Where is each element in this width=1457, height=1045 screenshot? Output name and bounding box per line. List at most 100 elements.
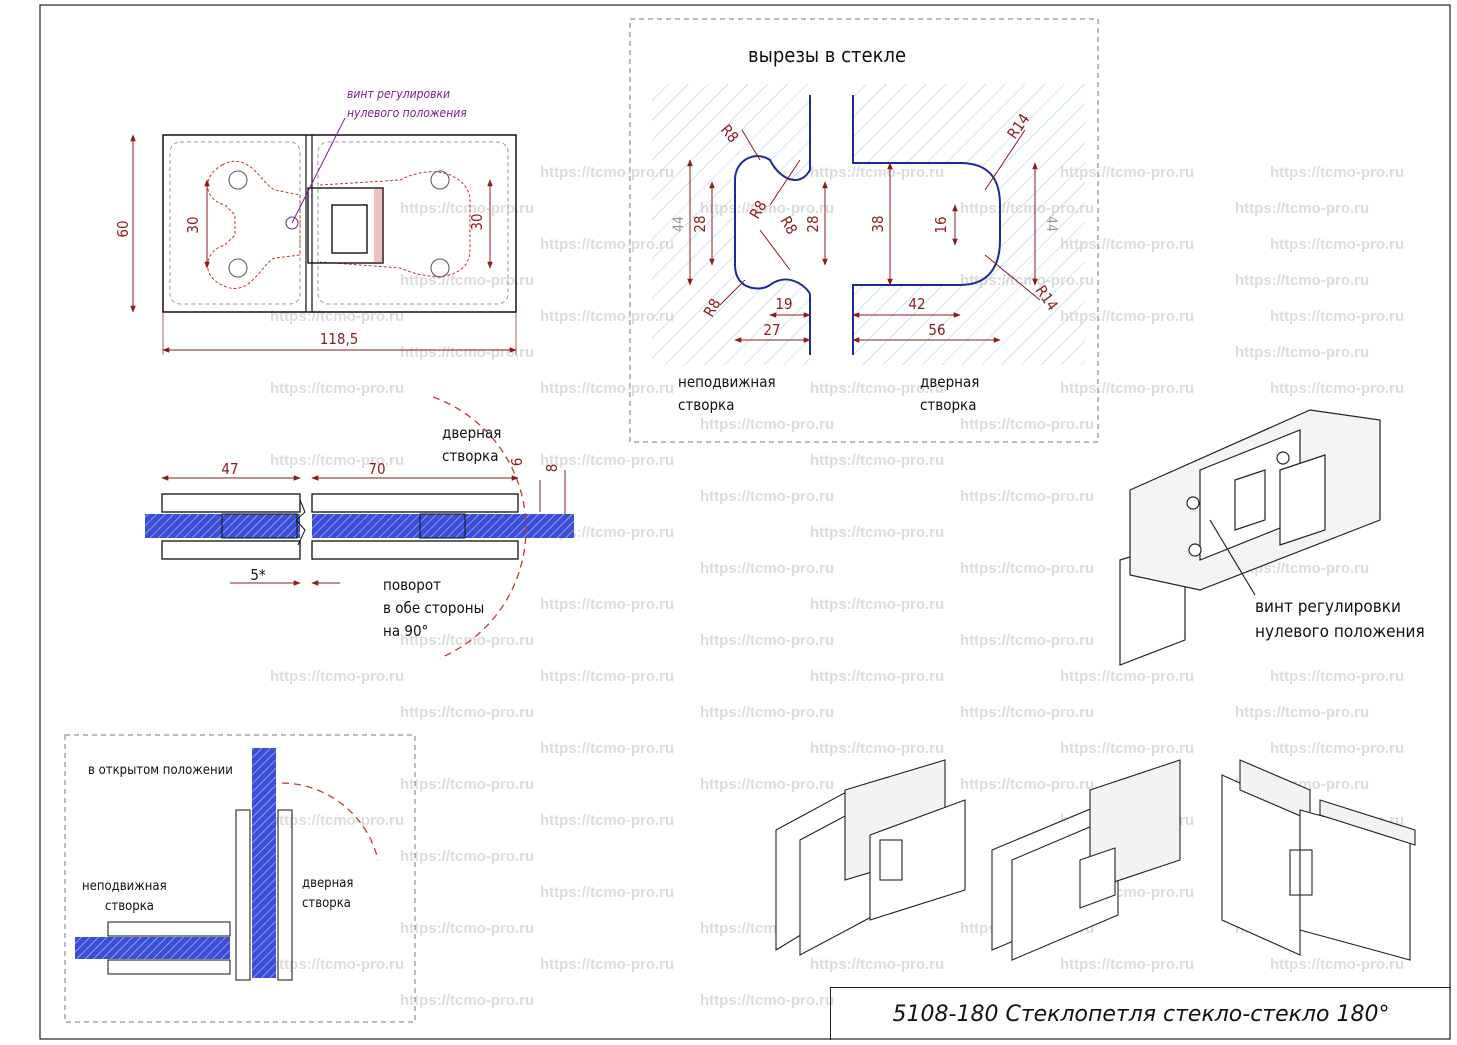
fixed-h-outer: 44 [671, 216, 687, 232]
hinge-outline [162, 134, 517, 313]
screw-hole [228, 258, 248, 278]
cutouts-heading: вырезы в стекле [748, 43, 906, 67]
watermark: https://tcmo-pro.ru [1235, 560, 1369, 577]
side-door-line2: створка [442, 447, 498, 465]
iso-view-3 [1221, 759, 1416, 961]
open-door-line2: створка [302, 896, 351, 911]
watermark: https://tcmo-pro.ru [400, 920, 534, 937]
fixed-h-inner: 28 [691, 215, 709, 232]
watermark: https://tcmo-pro.ru [540, 884, 674, 901]
watermark: https://tcmo-pro.ru [1270, 164, 1404, 181]
fixed-label-line1: неподвижная [678, 373, 776, 391]
door-w-outer: 56 [928, 321, 945, 339]
side-view [145, 396, 574, 659]
open-fixed-line1: неподвижная [82, 879, 167, 894]
iso-view-2 [991, 759, 1181, 961]
watermark: https://tcmo-pro.ru [540, 308, 674, 325]
fixed-w-outer: 27 [763, 321, 780, 339]
watermark: https://tcmo-pro.ru [700, 488, 834, 505]
open-fixed-glass [75, 937, 230, 959]
watermark: https://tcmo-pro.ru [540, 380, 674, 397]
watermark: https://tcmo-pro.ru [1270, 308, 1404, 325]
door-glass [853, 84, 1085, 365]
dim-height: 60 [114, 220, 132, 237]
watermark: https://tcmo-pro.ru [700, 632, 834, 649]
fixed-label-line2: створка [678, 396, 734, 414]
watermark: https://tcmo-pro.ru [1060, 236, 1194, 253]
zero-adjust-screw [285, 216, 299, 230]
screw-hole [430, 258, 450, 278]
watermark: https://tcmo-pro.ru [270, 812, 404, 829]
dim-gap: 5* [250, 566, 266, 584]
watermark: https://tcmo-pro.ru [1270, 956, 1404, 973]
rot-line1: поворот [383, 576, 441, 594]
iso-hinge [1119, 409, 1381, 666]
watermark: https://tcmo-pro.ru [400, 848, 534, 865]
watermark: https://tcmo-pro.ru [1235, 272, 1369, 289]
watermark: https://tcmo-pro.ru [540, 164, 674, 181]
watermark: https://tcmo-pro.ru [1060, 380, 1194, 397]
watermark: https://tcmo-pro.ru [810, 956, 944, 973]
watermark: https://tcmo-pro.ru [540, 956, 674, 973]
watermark: https://tcmo-pro.ru [400, 776, 534, 793]
watermark: https://tcmo-pro.ru [960, 776, 1094, 793]
right-cutout-hidden [319, 171, 471, 277]
watermark: https://tcmo-pro.ru [540, 812, 674, 829]
watermark: https://tcmo-pro.ru [1270, 668, 1404, 685]
watermark: https://tcmo-pro.ru [270, 452, 404, 469]
watermark: https://tcmo-pro.ru [810, 164, 944, 181]
watermark: https://tcmo-pro.ru [810, 740, 944, 757]
fixed-cutout-edge [734, 95, 811, 355]
fixed-w-inner: 19 [775, 295, 792, 313]
watermark: https://tcmo-pro.ru [1060, 308, 1194, 325]
dim-hole-left: 30 [184, 216, 202, 233]
watermark: https://tcmo-pro.ru [700, 776, 834, 793]
watermark: https://tcmo-pro.ru [1235, 200, 1369, 217]
rot-line3: на 90° [383, 622, 428, 640]
watermark: https://tcmo-pro.ru [960, 560, 1094, 577]
watermark: https://tcmo-pro.ru [270, 956, 404, 973]
watermark: https://tcmo-pro.ru [700, 704, 834, 721]
watermark: https://tcmo-pro.ru [960, 416, 1094, 433]
drawing-title: 5108-180 Стеклопетля стекло-стекло 180° [830, 987, 1451, 1040]
watermark: https://tcmo-pro.ru [700, 416, 834, 433]
watermark: https://tcmo-pro.ru [700, 560, 834, 577]
watermark: https://tcmo-pro.ru [1270, 740, 1404, 757]
door-glass-section [312, 514, 574, 538]
left-cutout-hidden [207, 160, 301, 289]
watermark: https://tcmo-pro.ru [540, 668, 674, 685]
door-cutout-edge [852, 95, 1001, 355]
rot-line2: в обе стороны [383, 599, 484, 617]
open-fixed-line2: створка [105, 899, 154, 914]
iso-annotation-line1: винт регулировки [1255, 597, 1401, 617]
rotation-arc [432, 396, 527, 659]
watermark: https://tcmo-pro.ru [1235, 344, 1369, 361]
watermark: https://tcmo-pro.ru [400, 632, 534, 649]
watermark: https://tcmo-pro.ru [540, 236, 674, 253]
door-h-right: 44 [1043, 216, 1059, 232]
dim-t2: 8 [543, 464, 561, 473]
watermark: https://tcmo-pro.ru [700, 992, 834, 1009]
dim-right: 70 [368, 460, 385, 478]
watermark: https://tcmo-pro.ru [960, 488, 1094, 505]
open-door-glass [252, 748, 276, 978]
watermark: https://tcmo-pro.ru [810, 452, 944, 469]
screw-hole [430, 170, 450, 190]
watermark: https://tcmo-pro.ru [960, 632, 1094, 649]
watermark: https://tcmo-pro.ru [400, 200, 534, 217]
fixed-glass [652, 84, 810, 365]
open-door-line1: дверная [302, 876, 353, 891]
iso-view-1 [775, 759, 966, 956]
watermark: https://tcmo-pro.ru [1270, 236, 1404, 253]
fixed-h-right: 28 [804, 215, 822, 232]
watermark: https://tcmo-pro.ru [540, 452, 674, 469]
screw-hole [228, 170, 248, 190]
watermark: https://tcmo-pro.ru [810, 524, 944, 541]
dim-hole-right: 30 [468, 213, 486, 230]
door-h-left: 38 [869, 215, 887, 232]
watermark: https://tcmo-pro.ru [810, 668, 944, 685]
watermark: https://tcmo-pro.ru [270, 668, 404, 685]
watermark: https://tcmo-pro.ru [1235, 704, 1369, 721]
open-heading: в открытом положении [88, 763, 233, 778]
